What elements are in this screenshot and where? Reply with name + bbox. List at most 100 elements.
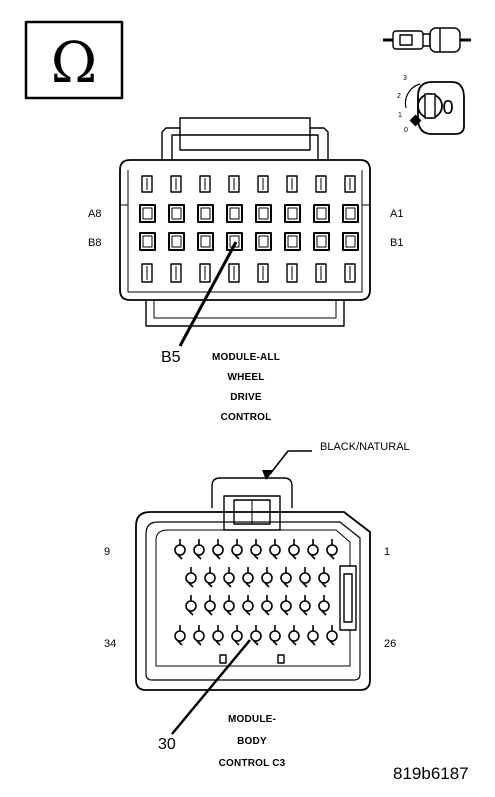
row-b-left-label: B8 — [88, 237, 102, 249]
cavity-slot-top — [286, 175, 298, 193]
svg-text:Ω: Ω — [51, 31, 97, 96]
terminal-pin — [280, 572, 292, 584]
awd-module-title-line-3: DRIVE — [230, 392, 262, 403]
terminal-pin — [223, 572, 235, 584]
cavity-row-a — [168, 204, 185, 223]
svg-text:0: 0 — [442, 97, 453, 119]
cavity-row-b — [197, 232, 214, 251]
cavity-row-b — [255, 232, 272, 251]
awd-module-title-line-4: CONTROL — [220, 412, 272, 423]
cavity-slot-top — [170, 175, 182, 193]
bcm-connector-terminals — [174, 539, 338, 646]
terminal-pin — [174, 544, 186, 556]
cavity-row-a — [342, 204, 359, 223]
svg-text:1: 1 — [398, 112, 402, 119]
connector-color-label: BLACK/NATURAL — [320, 441, 410, 453]
terminal-pin — [326, 630, 338, 642]
cavity-slot-bottom — [199, 263, 211, 283]
terminal-pin — [185, 600, 197, 612]
cavity-slot-bottom — [257, 263, 269, 283]
terminal-pin — [269, 544, 281, 556]
b5-callout-label: B5 — [161, 349, 181, 366]
terminal-pin — [242, 572, 254, 584]
terminal-pin — [174, 630, 186, 642]
terminal-pin — [261, 572, 273, 584]
terminal-pin — [193, 544, 205, 556]
row-a-right-label: A1 — [390, 208, 404, 220]
cavity-slot-bottom — [141, 263, 153, 283]
terminal-pin — [261, 600, 273, 612]
b5-callout-leader — [178, 241, 238, 347]
cavity-row-a — [139, 204, 156, 223]
terminal-pin — [318, 572, 330, 584]
terminal-pin — [318, 600, 330, 612]
terminal-pin — [326, 544, 338, 556]
row-b-right-label: B1 — [390, 237, 404, 249]
bcm-c3-connector — [135, 450, 371, 691]
terminal-pin — [307, 630, 319, 642]
terminal-pin — [204, 600, 216, 612]
cavity-row-b — [139, 232, 156, 251]
terminal-pin — [185, 572, 197, 584]
cavity-row-a — [313, 204, 330, 223]
cavity-row-b — [226, 232, 243, 251]
cavity-slot-bottom — [315, 263, 327, 283]
bcm-title-line-2: BODY — [237, 736, 267, 747]
pin-34-label: 34 — [104, 638, 117, 650]
cavity-slot-top — [199, 175, 211, 193]
svg-text:2: 2 — [397, 93, 401, 100]
cavity-row-b — [168, 232, 185, 251]
awd-module-connector — [119, 117, 371, 327]
cavity-slot-bottom — [286, 263, 298, 283]
pin-1-label: 1 — [384, 546, 391, 558]
cavity-row-b — [284, 232, 301, 251]
svg-text:0: 0 — [404, 127, 408, 134]
awd-module-title-line-2: WHEEL — [227, 372, 265, 383]
terminal-pin — [250, 544, 262, 556]
cavity-row-a — [284, 204, 301, 223]
pin-9-label: 9 — [104, 546, 111, 558]
awd-module-title-line-1: MODULE-ALL — [211, 352, 281, 363]
cavity-slot-top — [228, 175, 240, 193]
terminal-pin — [299, 572, 311, 584]
bcm-title-line-1: MODULE- — [227, 714, 277, 725]
cavity-slot-bottom — [170, 263, 182, 283]
cavity-slot-top — [141, 175, 153, 193]
terminal-pin — [223, 600, 235, 612]
terminal-pin — [193, 630, 205, 642]
terminal-pin — [242, 600, 254, 612]
terminal-pin — [299, 600, 311, 612]
cavity-slot-top — [257, 175, 269, 193]
terminal-pin — [212, 630, 224, 642]
terminal-pin — [212, 544, 224, 556]
terminal-pin — [204, 572, 216, 584]
terminal-pin — [269, 630, 281, 642]
pin-30-callout-label: 30 — [158, 736, 176, 753]
ignition-key-off-icon: 0 3 2 1 0 — [397, 75, 465, 135]
row-a-left-label: A8 — [88, 208, 102, 220]
terminal-pin — [280, 600, 292, 612]
pin-26-label: 26 — [384, 638, 397, 650]
pin-30-callout-leader — [171, 639, 251, 735]
awd-connector-cavities — [139, 175, 359, 283]
terminal-pin — [307, 544, 319, 556]
bcm-title-line-3: CONTROL C3 — [218, 758, 286, 769]
cavity-slot-bottom — [344, 263, 356, 283]
terminal-pin — [288, 544, 300, 556]
svg-text:3: 3 — [403, 75, 407, 82]
terminal-pin — [231, 544, 243, 556]
connector-disconnect-icon — [383, 27, 471, 53]
cavity-row-a — [226, 204, 243, 223]
cavity-row-a — [255, 204, 272, 223]
cavity-slot-bottom — [228, 263, 240, 283]
terminal-pin — [288, 630, 300, 642]
terminal-pin — [250, 630, 262, 642]
terminal-pin — [231, 630, 243, 642]
cavity-slot-top — [344, 175, 356, 193]
ohmmeter-icon: Ω — [24, 20, 124, 100]
cavity-row-b — [313, 232, 330, 251]
cavity-row-b — [342, 232, 359, 251]
figure-id: 819b6187 — [393, 764, 469, 783]
